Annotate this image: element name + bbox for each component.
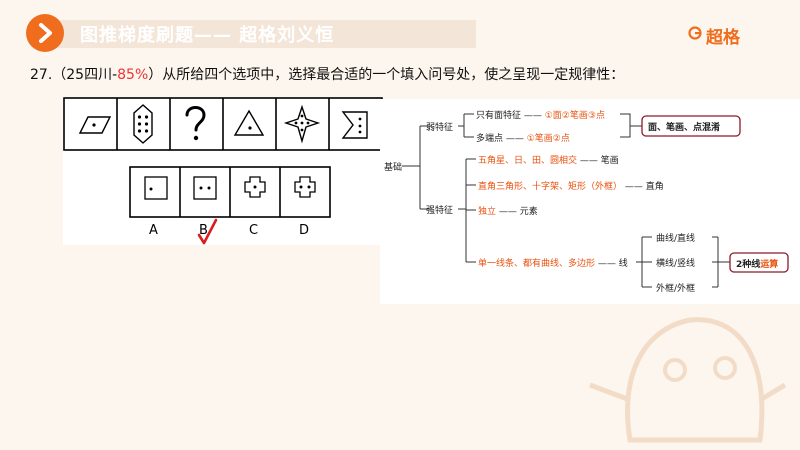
option-b-figure <box>193 176 217 200</box>
notch-figure <box>341 111 368 139</box>
mascot-watermark <box>589 317 787 443</box>
question-text: 27.（25四川-85%）从所给四个选项中，选择最合适的一个填入问号处，使之呈现… <box>30 64 624 84</box>
mm-strong-1: 五角星、日、田、圆相交 —— 笔画 <box>478 156 619 166</box>
option-c[interactable]: C <box>249 223 259 238</box>
star-figure <box>283 104 321 144</box>
triangle-figure <box>233 109 265 136</box>
page-title: 图推梯度刷题—— 超格刘义恒 <box>80 25 335 46</box>
mm-weak-note: 面、笔画、点混淆 <box>648 123 721 133</box>
mm-line-note: 2种线运算 <box>736 260 779 270</box>
mm-strong: 强特征 <box>426 206 454 216</box>
question-number: 27. <box>30 67 53 83</box>
mm-strong-4: 单一线条、都有曲线、多边形 —— 线 <box>478 259 628 269</box>
header-bar: 图推梯度刷题—— 超格刘义恒 超格 <box>0 0 800 52</box>
question-source: （25四川- <box>52 67 118 83</box>
option-a-figure <box>144 176 168 200</box>
brand-logo-icon <box>688 26 702 40</box>
mm-line-1: 曲线/直线 <box>656 234 696 244</box>
mm-line-2: 横线/竖线 <box>656 259 696 269</box>
mm-root: 基础 <box>384 163 403 173</box>
mm-strong-3: 独立 —— 元素 <box>478 207 538 217</box>
mm-weak-2: 多端点 —— ①笔画②点 <box>476 134 570 144</box>
option-b[interactable]: B <box>199 223 208 238</box>
check-mark-icon <box>197 218 218 245</box>
parallelogram-figure <box>78 116 112 134</box>
correct-rate: 85% <box>117 67 149 83</box>
hexagon-figure <box>133 104 153 144</box>
option-c-figure <box>244 176 266 198</box>
mm-strong-2: 直角三角形、十字架、矩形（外框） —— 直角 <box>478 182 664 192</box>
mind-map: 基础 弱特征 只有面特征 —— ①面②笔画③点 多端点 —— ①笔画②点 面、笔… <box>380 99 800 304</box>
option-d-figure <box>294 176 316 198</box>
option-d[interactable]: D <box>299 223 310 238</box>
mm-weak: 弱特征 <box>426 123 454 133</box>
question-source-close: ） <box>148 67 163 83</box>
mm-line-3: 外框/外框 <box>656 284 696 294</box>
mm-weak-1: 只有面特征 —— ①面②笔画③点 <box>476 111 605 121</box>
option-a[interactable]: A <box>149 223 158 238</box>
arrow-icon[interactable] <box>26 14 64 52</box>
brand-logo-text: 超格 <box>706 28 740 48</box>
puzzle-figure: A B C D <box>63 97 383 245</box>
question-stem: 从所给四个选项中，选择最合适的一个填入问号处，使之呈现一定规律性： <box>162 67 625 83</box>
title-banner <box>36 20 476 48</box>
question-mark-figure <box>185 106 206 141</box>
